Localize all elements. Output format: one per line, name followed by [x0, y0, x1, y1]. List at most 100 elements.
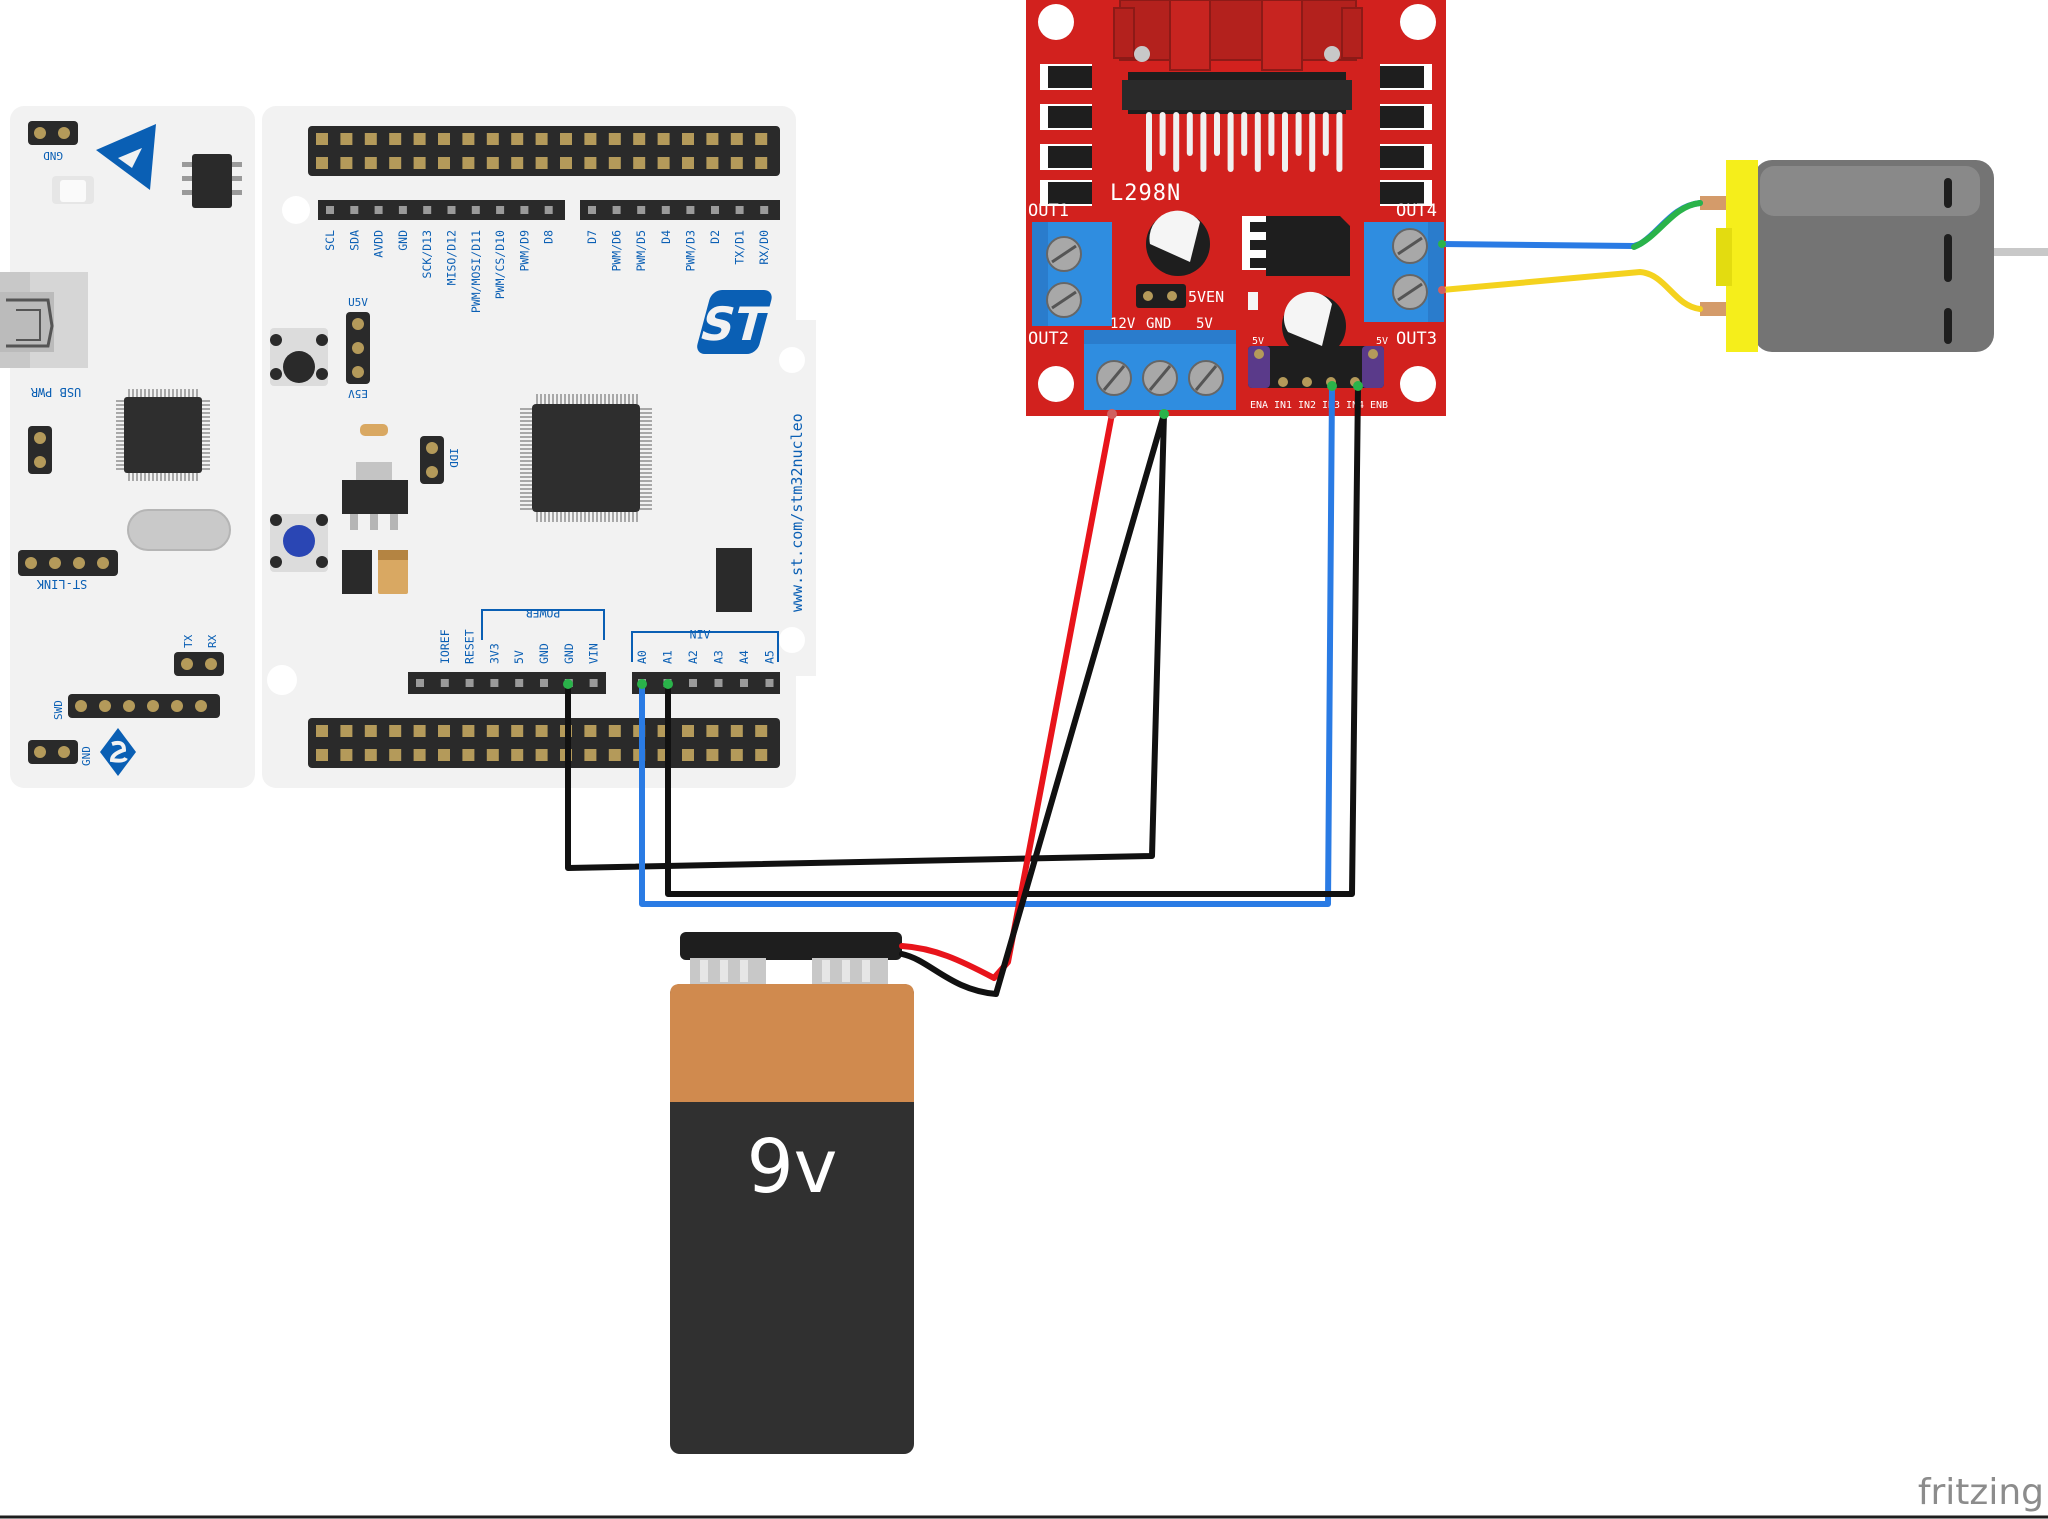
battery-clip — [680, 932, 902, 960]
driver-regulator — [1242, 216, 1350, 276]
morpho-pin — [706, 749, 719, 761]
motor-slot — [1944, 178, 1952, 208]
out3-label: OUT3 — [1396, 329, 1437, 349]
analog-pin-label: A1 — [661, 650, 675, 664]
morpho-pin — [535, 157, 548, 169]
out4-label: OUT4 — [1396, 201, 1437, 221]
terminal-out3-out4 — [1364, 222, 1444, 322]
nucleo-pcb-tab — [780, 320, 816, 676]
morpho-pin — [316, 749, 328, 761]
wires — [563, 200, 1703, 997]
morpho-pin — [755, 749, 768, 761]
gnd-bottom-label: GND — [80, 746, 93, 766]
morpho-pin — [413, 749, 426, 761]
morpho-pin — [438, 133, 450, 145]
stlink-label: ST-LINK — [36, 577, 87, 591]
morpho-pin — [682, 749, 694, 761]
out2-label: OUT2 — [1028, 329, 1069, 349]
morpho-header-bottom — [308, 718, 780, 768]
morpho-pin — [486, 133, 499, 145]
swd-label: SWD — [52, 700, 65, 720]
morpho-pin — [438, 157, 450, 169]
jumper-left — [28, 426, 52, 474]
power-header — [408, 672, 606, 694]
arduino-bottom-pins — [416, 679, 774, 687]
morpho-header-top — [308, 126, 780, 176]
motor-slot — [1944, 234, 1952, 282]
morpho-pin — [511, 725, 524, 737]
header-label: PWM/MOSI/D11 — [469, 230, 483, 313]
wire-black-gnd — [565, 411, 1167, 871]
morpho-pin — [633, 133, 646, 145]
small-ic — [716, 548, 752, 612]
morpho-pin — [462, 133, 475, 145]
morpho-pin — [340, 749, 353, 761]
morpho-pin — [608, 749, 621, 761]
dc-motor — [1700, 160, 2048, 352]
motor-body-top — [1760, 166, 1980, 216]
header-pin — [589, 679, 598, 687]
analog-pin-label: A4 — [737, 650, 751, 664]
txrx-pins — [174, 652, 224, 676]
morpho-pin — [511, 133, 524, 145]
morpho-pin — [340, 133, 353, 145]
morpho-pin — [462, 725, 475, 737]
reset-button — [270, 328, 328, 386]
mount-hole — [1400, 366, 1436, 402]
header-pin — [612, 206, 621, 214]
battery-label: 9v — [747, 1124, 838, 1210]
battery-terminal — [690, 958, 766, 984]
header-label: SCL — [323, 230, 337, 251]
morpho-pin — [364, 749, 377, 761]
morpho-pin — [389, 725, 402, 737]
tantalum-cap — [378, 550, 408, 594]
morpho-pin — [511, 157, 524, 169]
morpho-pin — [340, 725, 353, 737]
morpho-pin — [364, 133, 377, 145]
header-label: AVDD — [372, 230, 386, 258]
battery-9v: 9v — [670, 932, 914, 1454]
morpho-pin — [535, 749, 548, 761]
power-pin-label: 3V3 — [487, 643, 501, 664]
header-pin — [544, 206, 553, 214]
tantalum-cap-band — [378, 550, 408, 560]
morpho-pin — [730, 157, 743, 169]
morpho-pin — [389, 133, 402, 145]
morpho-pin — [657, 157, 670, 169]
header-pin — [520, 206, 529, 214]
fritzing-watermark: fritzing — [1918, 1472, 2044, 1513]
header-pin — [714, 679, 723, 687]
morpho-pin — [706, 725, 719, 737]
header-label: D4 — [659, 230, 673, 244]
eeprom-chip-pins — [182, 162, 242, 195]
header-label: D2 — [708, 230, 722, 244]
st-s-logo-icon — [100, 728, 136, 776]
power-pin-label: IOREF — [438, 629, 452, 664]
morpho-pin — [755, 725, 768, 737]
header-pin — [496, 206, 505, 214]
morpho-pin — [389, 157, 402, 169]
wire-yellow-motor — [1439, 269, 1703, 312]
capacitor-small — [360, 424, 388, 436]
idd-jumper — [420, 436, 444, 484]
gnd-pins-bottom — [28, 740, 78, 764]
5ven-jumper — [1136, 284, 1186, 308]
header-pin — [689, 679, 697, 687]
mount-hole — [1038, 366, 1074, 402]
morpho-pin — [682, 725, 694, 737]
small-5v-left: 5V — [1252, 336, 1264, 347]
header-label: RX/D0 — [757, 230, 771, 265]
header-pin — [374, 206, 383, 214]
header-pin — [447, 206, 456, 214]
morpho-pin — [486, 157, 499, 169]
morpho-pin — [730, 725, 743, 737]
wire-blue-a0 — [639, 383, 1335, 907]
header-label: PWM/D9 — [517, 230, 531, 272]
st-triangle-logo-icon — [96, 124, 156, 190]
terminal-out1-out2 — [1032, 222, 1112, 326]
morpho-pin — [730, 133, 743, 145]
heat-sink — [1113, 0, 1363, 114]
capacitor-1 — [1146, 210, 1210, 276]
